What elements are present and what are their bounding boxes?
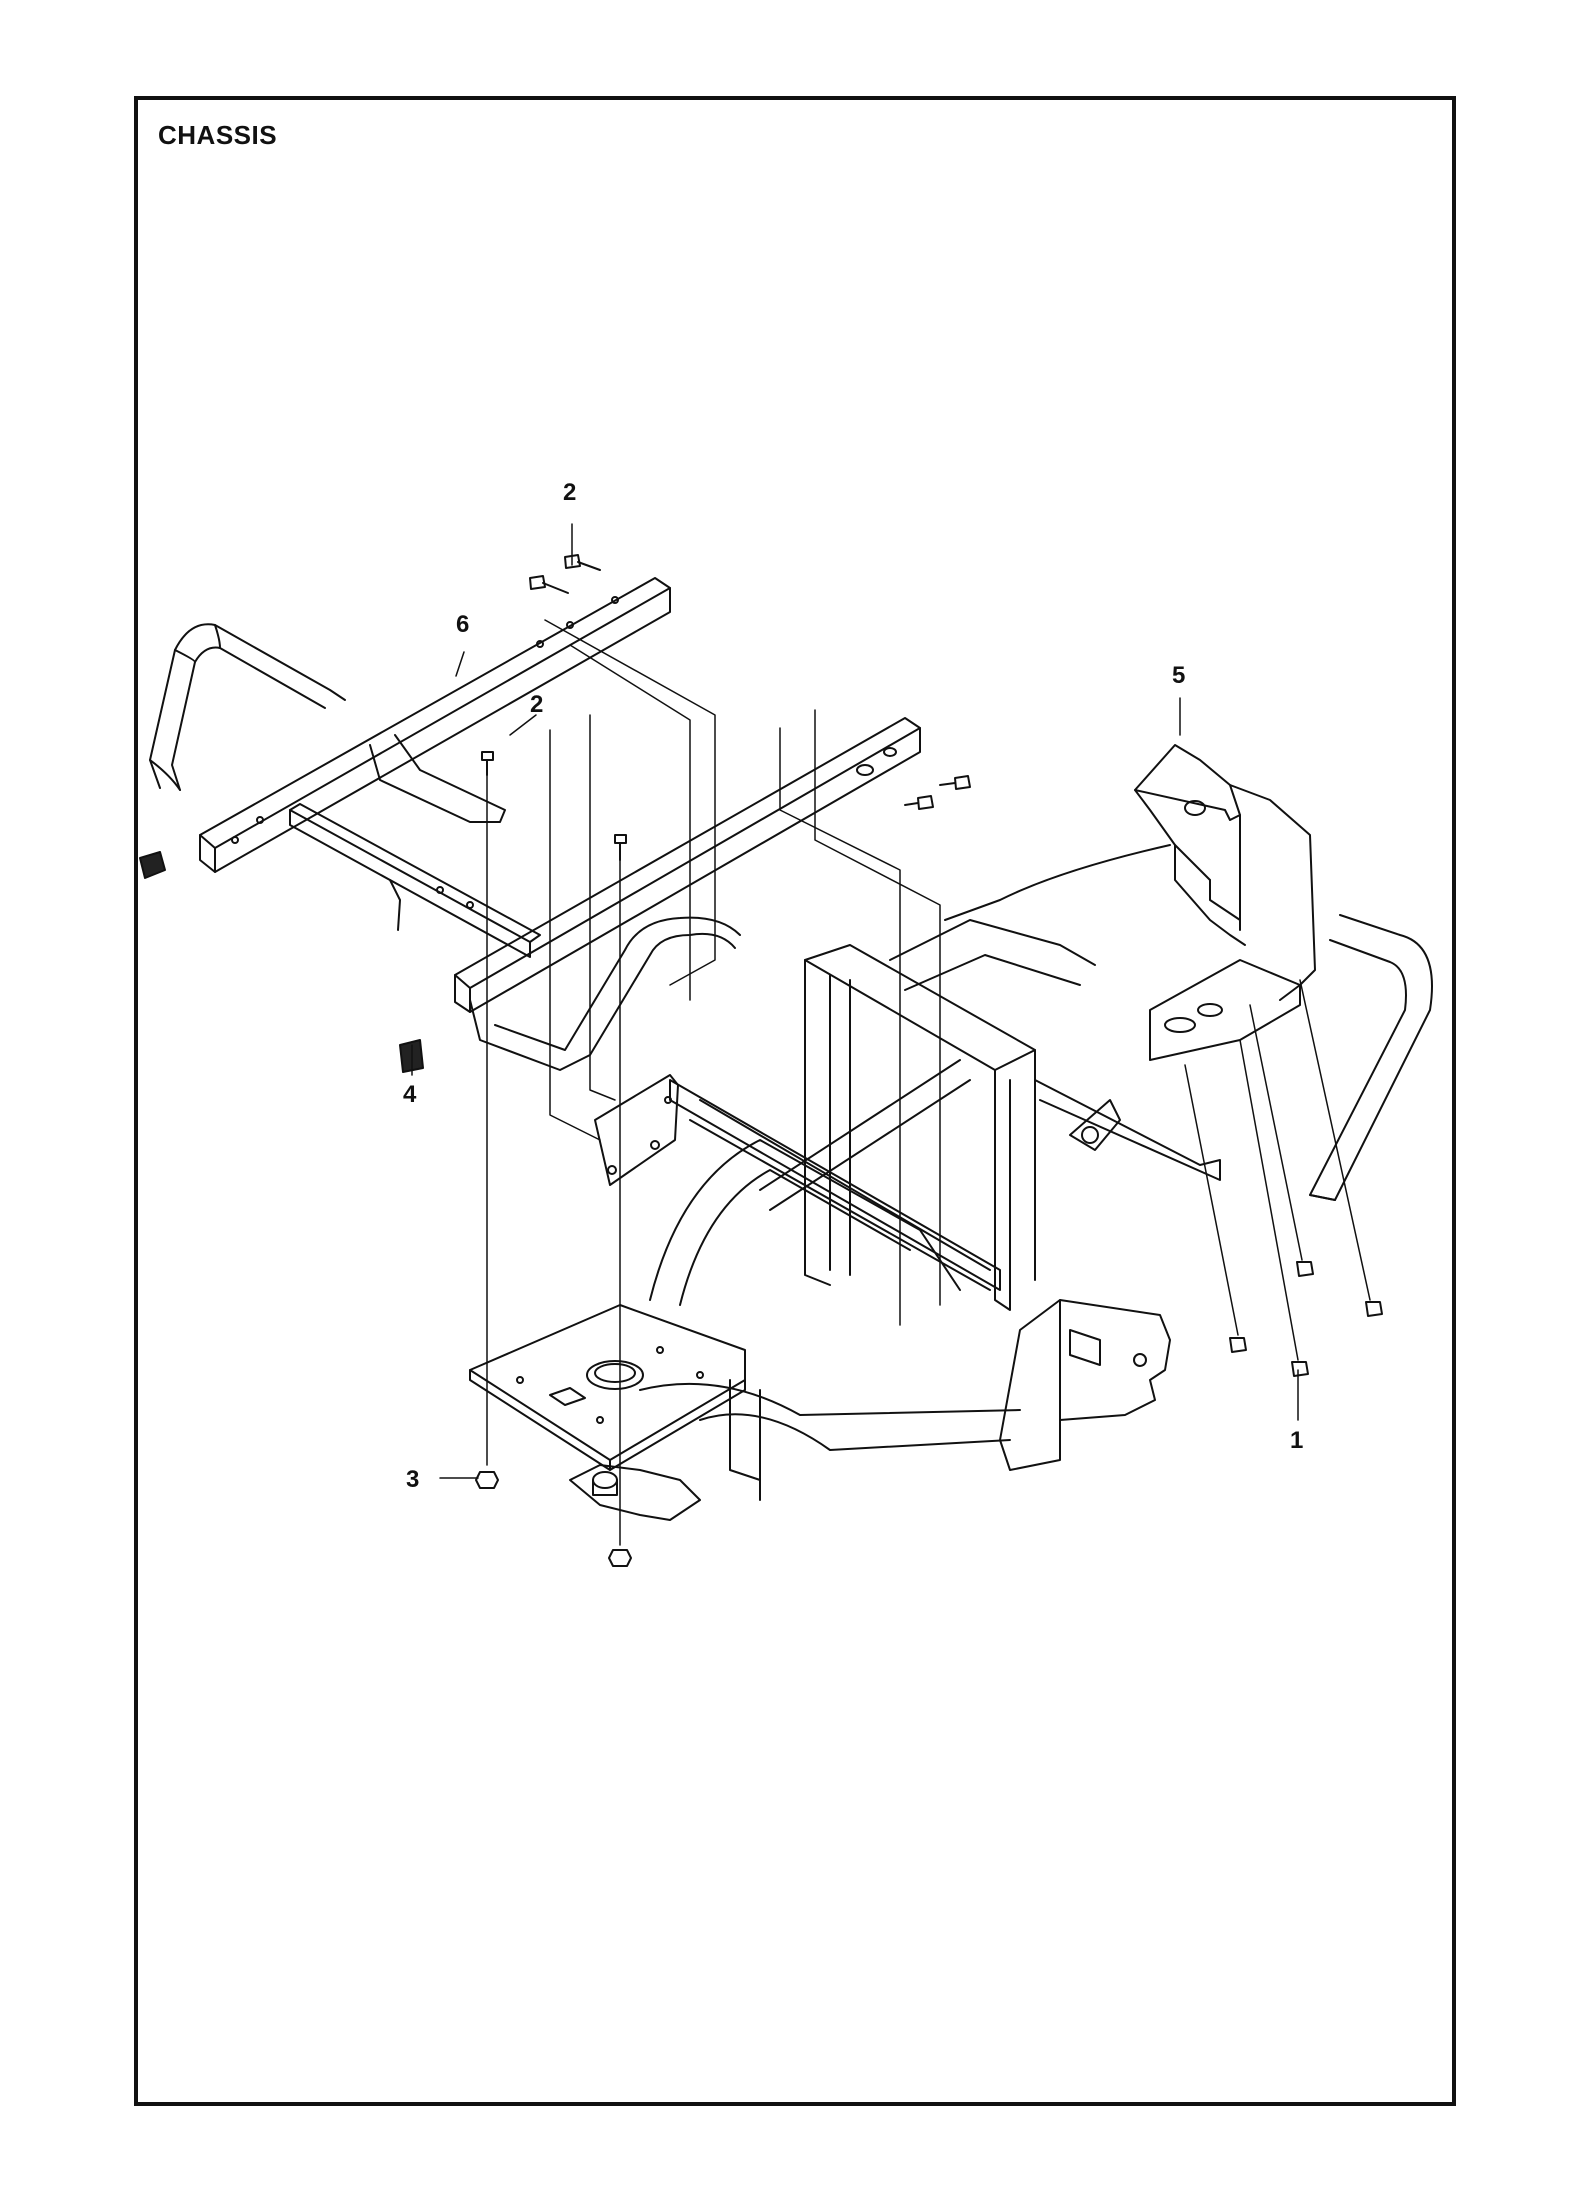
callouts: 2 6 2 5 4 3 1 — [403, 479, 1303, 1493]
callout-3: 3 — [406, 1466, 419, 1493]
drawing-frame: CHASSIS — [134, 96, 1456, 2106]
main-frame — [639, 944, 1171, 1501]
left-mount-plate — [594, 1074, 679, 1186]
callout-4: 4 — [403, 1081, 417, 1108]
central-tube-beam — [289, 803, 541, 958]
rear-seat-mount — [889, 744, 1433, 1201]
callout-1: 1 — [1290, 1427, 1303, 1454]
leader-lines — [411, 523, 1371, 1546]
end-cap-upper — [139, 851, 166, 879]
page-title: CHASSIS — [158, 120, 278, 150]
callout-6: 6 — [456, 611, 469, 638]
callout-2-top: 2 — [563, 479, 576, 506]
floor-plate — [469, 1304, 746, 1521]
callout-5: 5 — [1172, 662, 1185, 689]
front-cross-beam — [199, 577, 671, 873]
front-guard-bar — [149, 623, 346, 791]
callout-2-middle: 2 — [530, 691, 543, 718]
fasteners — [475, 554, 1383, 1567]
